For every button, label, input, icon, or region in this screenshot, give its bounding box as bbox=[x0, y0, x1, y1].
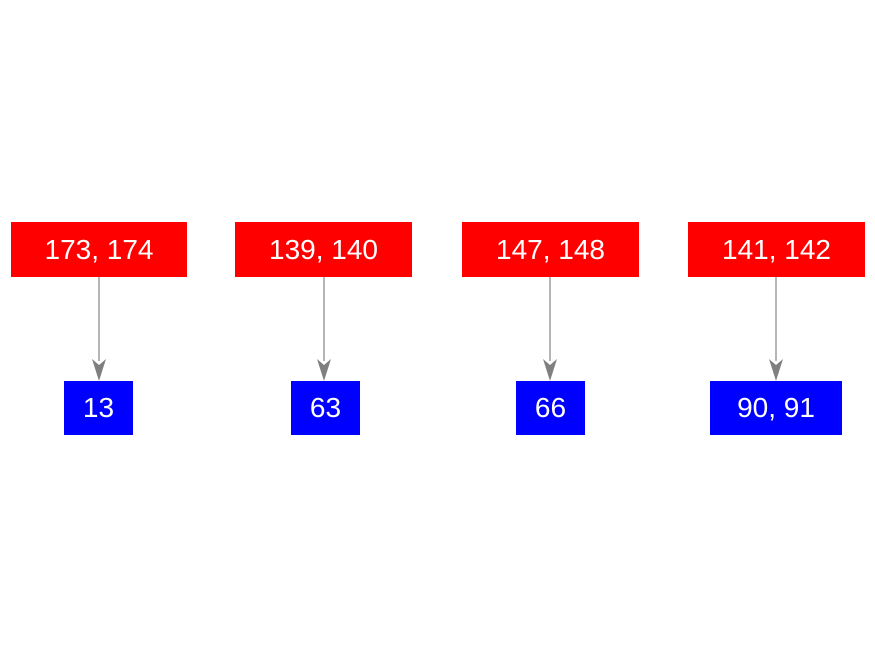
source-node-2-label: 139, 140 bbox=[269, 233, 378, 265]
edge-arrow-2 bbox=[317, 277, 331, 381]
edge-arrow-4 bbox=[769, 277, 783, 381]
target-node-2-label: 63 bbox=[309, 392, 342, 423]
target-node-4-label: 90, 91 bbox=[737, 392, 815, 423]
target-node-4[interactable]: 90, 91 bbox=[710, 381, 842, 435]
target-node-1[interactable]: 13 bbox=[64, 381, 133, 435]
source-node-4[interactable]: 141, 142 bbox=[688, 222, 865, 277]
target-node-2[interactable]: 63 bbox=[291, 381, 360, 435]
source-node-2[interactable]: 139, 140 bbox=[235, 222, 412, 277]
source-node-1[interactable]: 173, 174 bbox=[11, 222, 187, 277]
target-node-3[interactable]: 66 bbox=[516, 381, 585, 435]
target-node-1-label: 13 bbox=[82, 392, 115, 423]
edge-arrow-3 bbox=[543, 277, 557, 381]
source-node-3-label: 147, 148 bbox=[496, 233, 605, 265]
source-node-4-label: 141, 142 bbox=[722, 233, 831, 265]
source-node-3[interactable]: 147, 148 bbox=[462, 222, 639, 277]
source-node-1-label: 173, 174 bbox=[44, 233, 154, 265]
target-node-3-label: 66 bbox=[534, 392, 567, 423]
edge-arrow-1 bbox=[92, 277, 106, 381]
